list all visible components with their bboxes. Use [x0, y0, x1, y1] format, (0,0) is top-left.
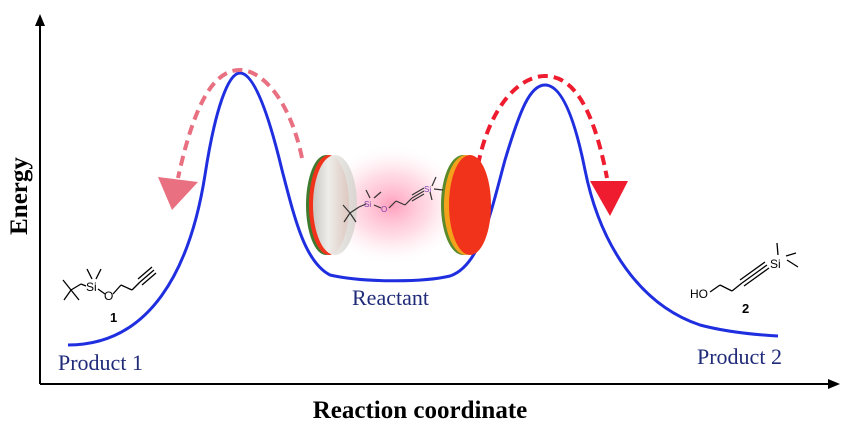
reactant-molecule [342, 176, 444, 223]
product-2-label: Product 2 [697, 344, 782, 369]
compound-1-number: 1 [110, 310, 117, 325]
left-disc [306, 155, 357, 255]
product-1-label: Product 1 [58, 350, 143, 375]
compound-2-structure [709, 242, 799, 293]
reactant-si-right: Si [424, 185, 431, 194]
compound-2-ho: HO [690, 287, 708, 301]
reactant-si-left: Si [364, 200, 371, 209]
arrow-to-product-1-head [158, 177, 198, 210]
arrow-to-product-1 [176, 67, 304, 179]
y-axis-label: Energy [6, 157, 33, 235]
compound-1-si: Si [86, 280, 97, 294]
compound-2-number: 2 [742, 301, 749, 316]
x-axis-label: Reaction coordinate [313, 397, 528, 424]
energy-curve [67, 71, 779, 347]
compound-1-structure [62, 266, 157, 301]
compound-2-si: Si [770, 257, 781, 271]
right-disc [441, 155, 491, 255]
reactant-o: O [381, 205, 387, 214]
reactant-label: Reactant [352, 285, 429, 310]
arrow-to-product-2-head [590, 181, 628, 216]
arrow-to-product-2 [476, 73, 609, 179]
compound-1-o: O [104, 289, 113, 303]
